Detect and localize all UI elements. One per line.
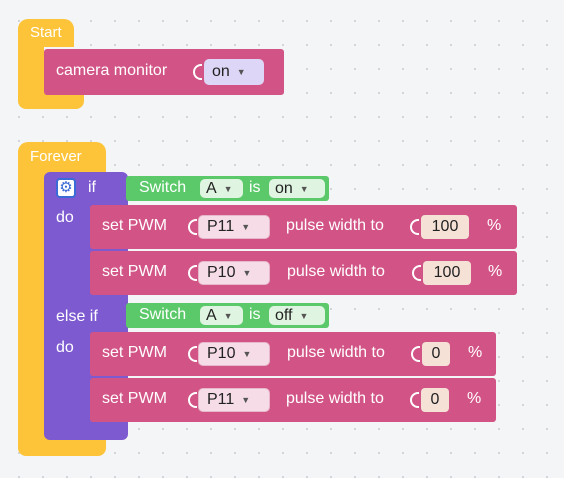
caret-down-icon: ▼ <box>223 310 233 321</box>
pulse-width-input[interactable]: 100 <box>421 215 469 239</box>
caret-down-icon: ▼ <box>242 349 252 359</box>
percent-label: % <box>467 390 482 407</box>
switch-value: A <box>206 179 217 197</box>
caret-down-icon: ▼ <box>223 183 233 194</box>
input-tab-icon <box>193 64 202 80</box>
is-label: is <box>249 179 261 196</box>
switch-value: A <box>206 306 217 324</box>
set-pwm-block[interactable]: set PWM P11 ▼ pulse width to 100 % <box>90 205 517 249</box>
pwm-pin-dropdown[interactable]: P11 ▼ <box>198 215 270 239</box>
caret-down-icon: ▼ <box>299 183 309 194</box>
pwm-pin-value: P11 <box>207 218 235 235</box>
switch-state-dropdown[interactable]: off ▼ <box>269 306 325 325</box>
pulse-width-input[interactable]: 0 <box>422 342 450 366</box>
camera-monitor-block[interactable]: camera monitor on ▼ <box>44 49 284 95</box>
pwm-pin-value: P10 <box>207 345 236 362</box>
caret-down-icon: ▼ <box>241 395 251 405</box>
is-label: is <box>249 306 261 323</box>
caret-down-icon: ▼ <box>236 67 246 77</box>
start-hat-block[interactable] <box>18 19 74 47</box>
switch-state-dropdown[interactable]: on ▼ <box>269 179 325 198</box>
start-block-bottom <box>18 93 84 109</box>
else-if-label: else if <box>56 308 98 325</box>
caret-down-icon: ▼ <box>241 222 251 232</box>
set-pwm-label: set PWM <box>102 217 167 234</box>
pwm-pin-dropdown[interactable]: P10 ▼ <box>198 261 270 285</box>
pulse-width-label: pulse width to <box>287 344 385 361</box>
if-label: if <box>88 179 96 196</box>
pulse-width-input[interactable]: 100 <box>423 261 471 285</box>
do-label-1: do <box>56 209 74 226</box>
start-label: Start <box>30 24 62 41</box>
camera-monitor-dropdown[interactable]: on ▼ <box>204 59 264 85</box>
caret-down-icon: ▼ <box>242 268 252 278</box>
percent-label: % <box>468 344 483 361</box>
input-tab-icon <box>411 346 420 362</box>
pwm-pin-value: P11 <box>207 391 235 408</box>
set-pwm-block[interactable]: set PWM P10 ▼ pulse width to 0 % <box>90 332 496 376</box>
switch-label: Switch <box>139 179 187 196</box>
input-tab-icon <box>188 392 197 408</box>
input-tab-icon <box>410 219 419 235</box>
pwm-pin-value: P10 <box>207 264 236 281</box>
set-pwm-label: set PWM <box>102 390 167 407</box>
switch-state-value: off <box>275 306 293 324</box>
input-tab-icon <box>410 392 419 408</box>
input-tab-icon <box>188 219 197 235</box>
set-pwm-block[interactable]: set PWM P10 ▼ pulse width to 100 % <box>90 251 517 295</box>
forever-label: Forever <box>30 148 82 165</box>
input-tab-icon <box>188 265 197 281</box>
pulse-width-label: pulse width to <box>286 390 384 407</box>
caret-down-icon: ▼ <box>299 310 309 321</box>
switch-label: Switch <box>139 306 187 323</box>
percent-label: % <box>487 217 502 234</box>
switch-condition-block[interactable]: Switch A ▼ is off ▼ <box>126 303 329 328</box>
set-pwm-block[interactable]: set PWM P11 ▼ pulse width to 0 % <box>90 378 496 422</box>
percent-label: % <box>488 263 503 280</box>
pulse-width-label: pulse width to <box>287 263 385 280</box>
do-label-2: do <box>56 339 74 356</box>
gear-icon[interactable]: ⚙ <box>56 178 76 198</box>
camera-monitor-label: camera monitor <box>56 62 168 79</box>
pulse-width-input[interactable]: 0 <box>421 388 449 412</box>
set-pwm-label: set PWM <box>102 263 167 280</box>
switch-dropdown[interactable]: A ▼ <box>200 306 243 325</box>
pwm-pin-dropdown[interactable]: P11 ▼ <box>198 388 270 412</box>
camera-monitor-value: on <box>212 63 230 80</box>
pwm-pin-dropdown[interactable]: P10 ▼ <box>198 342 270 366</box>
switch-dropdown[interactable]: A ▼ <box>200 179 243 198</box>
set-pwm-label: set PWM <box>102 344 167 361</box>
switch-condition-block[interactable]: Switch A ▼ is on ▼ <box>126 176 329 201</box>
input-tab-icon <box>188 346 197 362</box>
pulse-width-label: pulse width to <box>286 217 384 234</box>
input-tab-icon <box>412 265 421 281</box>
switch-state-value: on <box>275 179 293 197</box>
